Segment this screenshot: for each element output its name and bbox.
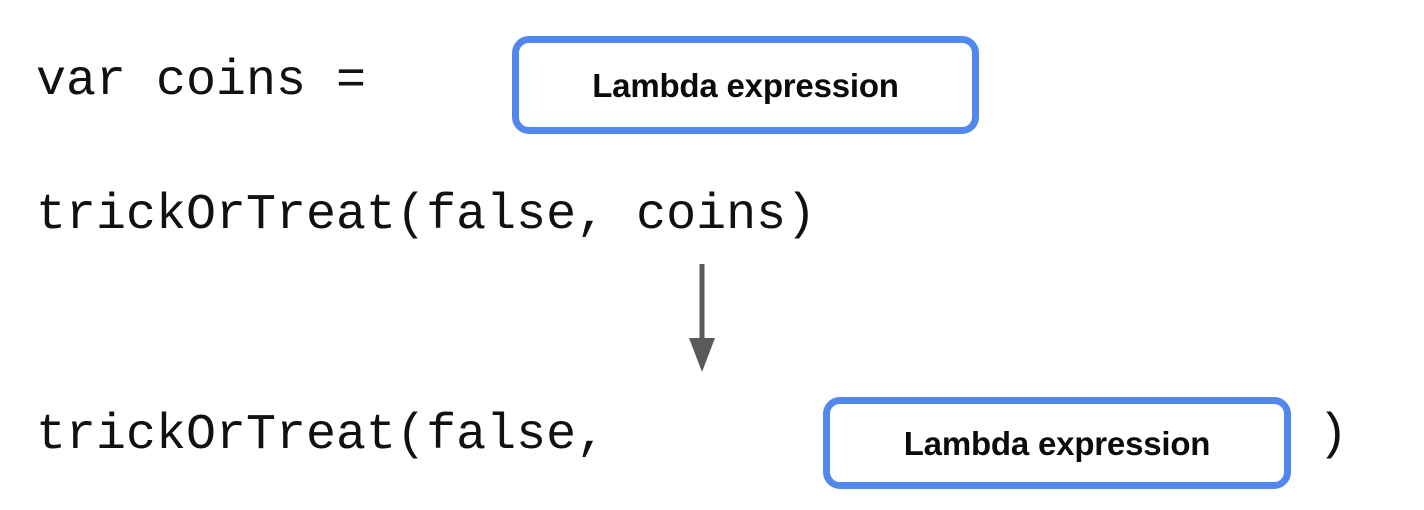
code-line-1-prefix: var coins = [36,53,397,110]
lambda-expression-label-1: Lambda expression [592,66,899,104]
code-line-3-prefix: trickOrTreat(false, [36,407,637,464]
code-line-3-suffix: ) [1318,407,1349,464]
lambda-expression-box-2[interactable]: Lambda expression [823,397,1291,489]
lambda-expression-box-1[interactable]: Lambda expression [512,36,979,134]
downward-arrow-icon [672,262,732,374]
code-line-2: trickOrTreat(false, coins) [36,187,817,244]
lambda-expression-label-2: Lambda expression [903,424,1211,462]
